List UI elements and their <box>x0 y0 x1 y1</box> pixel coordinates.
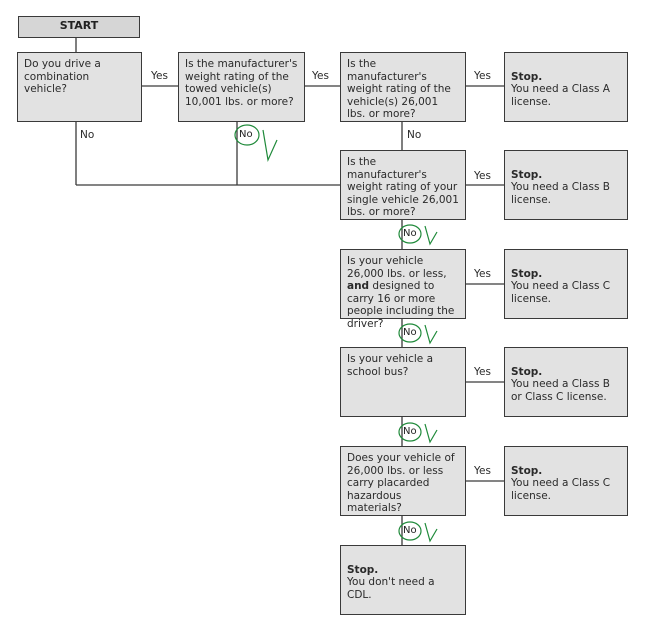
stop-label: Stop. <box>511 365 543 378</box>
stop-label: Stop. <box>511 267 543 280</box>
result-text: You need a Class C license. <box>511 280 611 305</box>
result-text: You need a Class B license. <box>511 181 610 206</box>
stop-label: Stop. <box>347 563 379 576</box>
circle-annotation <box>398 323 422 343</box>
yes-label: Yes <box>474 170 491 182</box>
yes-label: Yes <box>151 70 168 82</box>
yes-label: Yes <box>474 465 491 477</box>
no-label: No <box>403 426 417 437</box>
check-annotation <box>424 324 438 345</box>
yes-label: Yes <box>312 70 329 82</box>
question-combination: Do you drive a combination vehicle? <box>17 52 142 122</box>
check-annotation <box>424 225 438 246</box>
no-label: No <box>403 228 417 239</box>
result-no-cdl: Stop.You don't need a CDL. <box>340 545 466 615</box>
question-single: Is the manufacturer's weight rating of y… <box>340 150 466 220</box>
question-text: Is your vehicle 26,000 lbs. or less, <box>347 255 447 280</box>
result-class-b-or-c: Stop.You need a Class B or Class C licen… <box>504 347 628 417</box>
question-combined: Is the manufacturer's weight rating of t… <box>340 52 466 122</box>
no-label: No <box>403 327 417 338</box>
question-school-bus: Is your vehicle a school bus? <box>340 347 466 417</box>
result-text: You don't need a CDL. <box>347 576 435 601</box>
circle-annotation <box>398 224 422 244</box>
circle-annotation <box>234 124 260 146</box>
circle-annotation <box>398 521 422 541</box>
stop-label: Stop. <box>511 464 543 477</box>
result-class-c-hazmat: Stop.You need a Class C license. <box>504 446 628 516</box>
yes-label: Yes <box>474 366 491 378</box>
circle-annotation <box>398 422 422 442</box>
no-label: No <box>403 525 417 536</box>
handwritten-annotations <box>234 124 438 543</box>
no-label: No <box>80 129 95 141</box>
result-class-c: Stop.You need a Class C license. <box>504 249 628 319</box>
result-text: You need a Class C license. <box>511 477 611 502</box>
question-text: designed to carry 16 or more people incl… <box>347 280 455 330</box>
result-text: You need a Class B or Class C license. <box>511 378 610 403</box>
no-label: No <box>407 129 422 141</box>
question-towed: Is the manufacturer's weight rating of t… <box>178 52 305 122</box>
result-text: You need a Class A license. <box>511 83 610 108</box>
question-emphasis: and <box>347 280 370 292</box>
question-passengers: Is your vehicle 26,000 lbs. or less, and… <box>340 249 466 330</box>
start-node: START <box>18 16 140 38</box>
yes-label: Yes <box>474 268 491 280</box>
check-annotation <box>262 129 278 163</box>
stop-label: Stop. <box>511 70 543 83</box>
check-annotation <box>424 423 438 444</box>
question-hazmat: Does your vehicle of 26,000 lbs. or less… <box>340 446 466 516</box>
check-annotation <box>424 522 438 543</box>
yes-label: Yes <box>474 70 491 82</box>
no-label: No <box>239 129 253 140</box>
stop-label: Stop. <box>511 168 543 181</box>
result-class-a: Stop.You need a Class A license. <box>504 52 628 122</box>
result-class-b: Stop.You need a Class B license. <box>504 150 628 220</box>
